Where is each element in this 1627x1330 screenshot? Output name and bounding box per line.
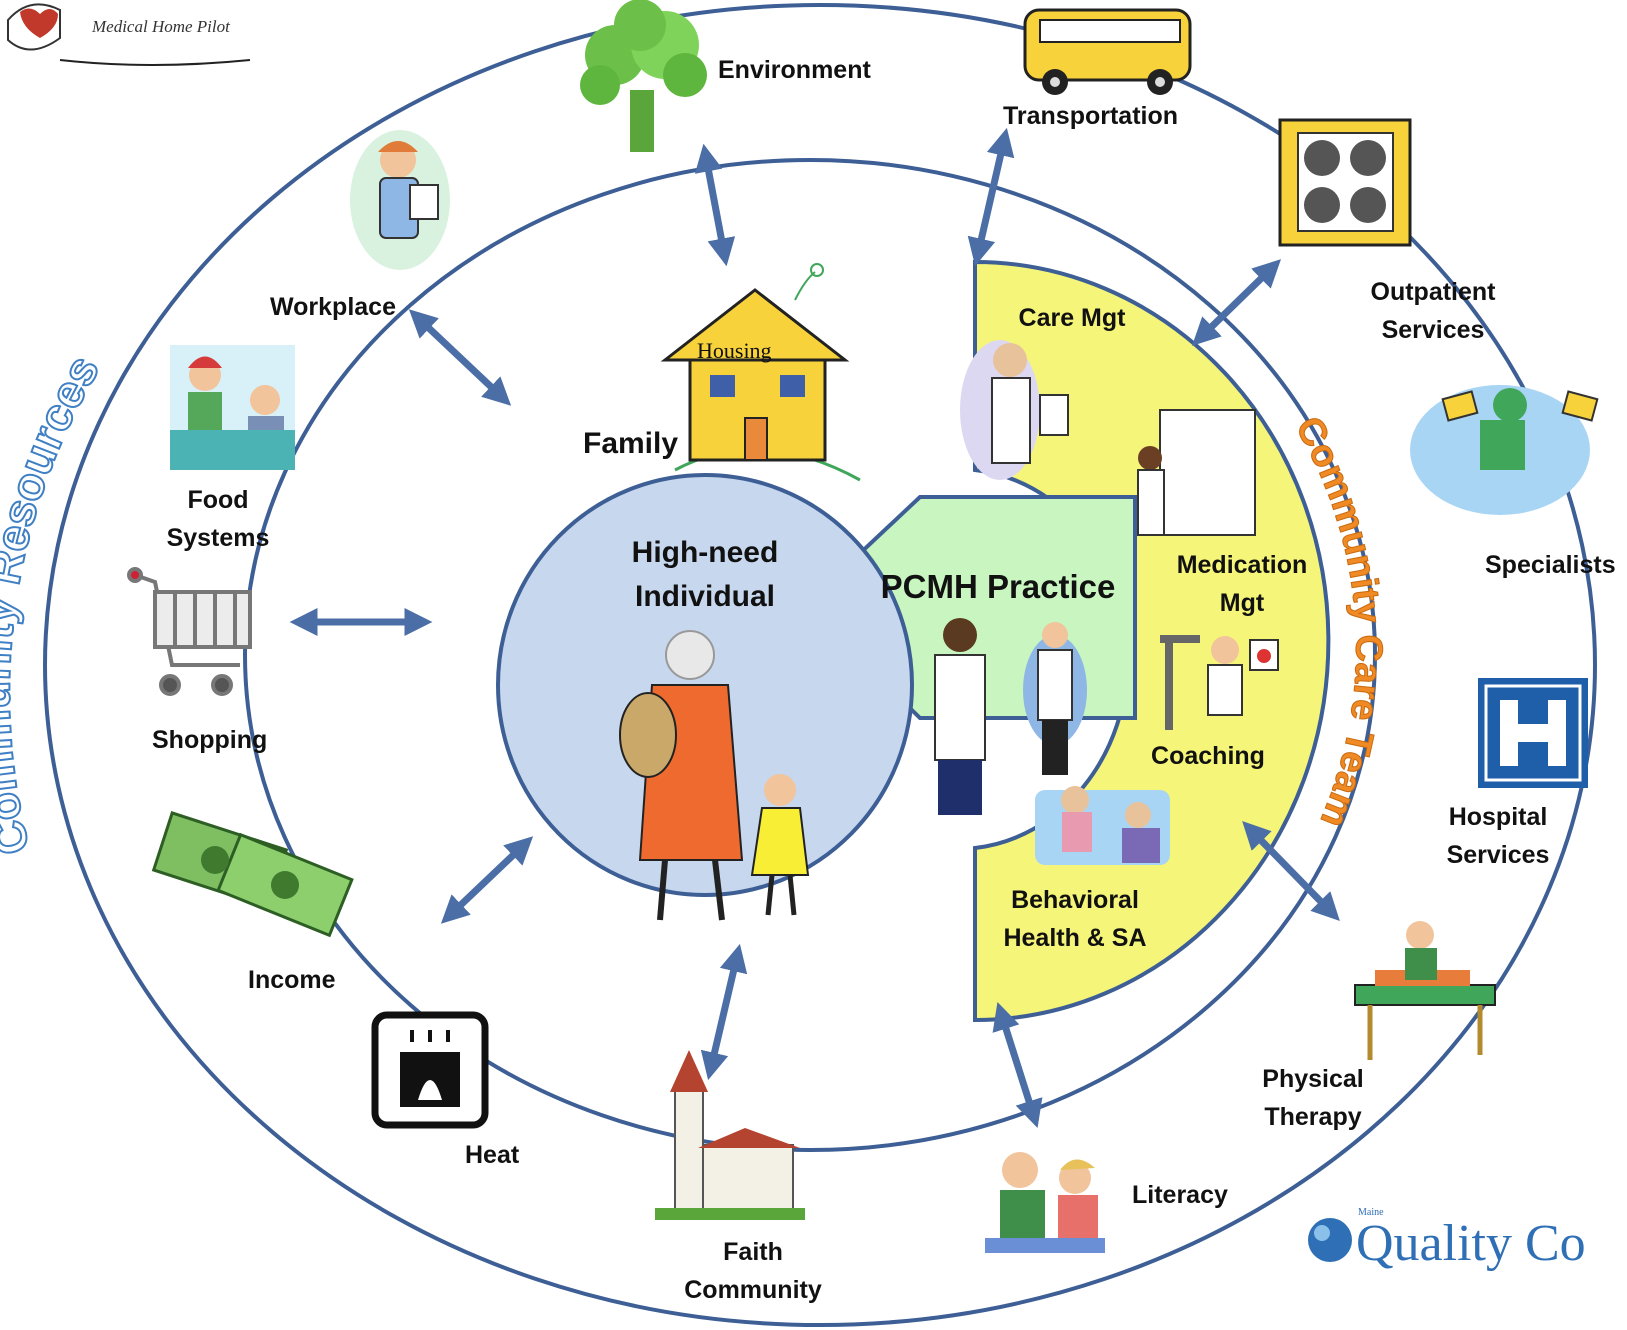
bus-icon bbox=[1023, 8, 1192, 95]
label-workplace: Workplace bbox=[270, 293, 396, 321]
label-outpatient-line1: Outpatient bbox=[1371, 278, 1497, 306]
doctors-icon bbox=[934, 618, 1087, 815]
label-physical-line1: Physical bbox=[1262, 1065, 1363, 1093]
arrow-income bbox=[440, 836, 534, 924]
church-icon bbox=[655, 1050, 805, 1220]
label-transportation: Transportation bbox=[1003, 102, 1178, 130]
prescription-pad-icon bbox=[1137, 409, 1256, 536]
label-hospital-line2: Services bbox=[1447, 841, 1550, 869]
grandmother-child-icon bbox=[619, 630, 810, 921]
hospital-sign-icon bbox=[1478, 678, 1588, 788]
food-service-icon bbox=[170, 345, 295, 470]
counseling-icon bbox=[1035, 786, 1170, 865]
label-food-line1: Food bbox=[187, 486, 248, 514]
medical-home-logo: Medical Home Pilot bbox=[7, 3, 251, 66]
label-pcmh-practice: PCMH Practice bbox=[881, 568, 1116, 605]
arrow-transportation bbox=[967, 127, 1015, 267]
arrow-environment bbox=[694, 143, 736, 267]
label-individual-line2: Individual bbox=[635, 580, 775, 613]
svg-text:Quality Co: Quality Co bbox=[1356, 1215, 1586, 1272]
coach-scale-icon bbox=[1160, 635, 1279, 730]
money-icon bbox=[151, 811, 354, 938]
nurse-icon bbox=[960, 340, 1069, 480]
label-behavioral-line1: Behavioral bbox=[1011, 886, 1139, 914]
label-food-line2: Systems bbox=[167, 524, 270, 552]
label-faith-line2: Community bbox=[684, 1276, 822, 1304]
label-physical-line2: Therapy bbox=[1264, 1103, 1361, 1131]
label-behavioral-line2: Health & SA bbox=[1003, 924, 1146, 952]
label-housing: Housing bbox=[697, 338, 772, 363]
arrow-literacy bbox=[992, 1001, 1043, 1129]
label-coaching: Coaching bbox=[1151, 742, 1265, 770]
label-family: Family bbox=[583, 427, 678, 460]
label-heat: Heat bbox=[465, 1141, 520, 1169]
inner-ring bbox=[243, 158, 1377, 1152]
label-care-mgt: Care Mgt bbox=[1019, 304, 1127, 332]
physical-therapy-icon bbox=[1354, 921, 1496, 1060]
label-hospital-line1: Hospital bbox=[1449, 803, 1548, 831]
community-resources-title: Community Resources bbox=[0, 346, 109, 860]
connector-arrows bbox=[289, 127, 1340, 1129]
arrow-hospital bbox=[1242, 820, 1340, 922]
label-medication-line1: Medication bbox=[1177, 551, 1308, 579]
arrow-faith bbox=[700, 943, 748, 1081]
label-faith-line1: Faith bbox=[723, 1238, 783, 1266]
svg-text:Maine: Maine bbox=[1358, 1207, 1384, 1218]
label-literacy: Literacy bbox=[1132, 1181, 1228, 1209]
label-outpatient-line2: Services bbox=[1382, 316, 1485, 344]
tree-icon bbox=[580, 0, 707, 152]
label-individual-line1: High-need bbox=[632, 536, 779, 569]
house-icon bbox=[660, 263, 861, 482]
label-shopping: Shopping bbox=[152, 726, 267, 754]
reading-people-icon bbox=[985, 1152, 1105, 1253]
label-environment: Environment bbox=[718, 56, 871, 84]
arrow-outpatient bbox=[1191, 259, 1282, 346]
shopping-cart-icon bbox=[127, 567, 252, 696]
xray-film-icon bbox=[1278, 118, 1412, 247]
quality-counts-logo: Maine Quality Co bbox=[1308, 1207, 1586, 1272]
label-income: Income bbox=[248, 966, 336, 994]
arrow-workplace bbox=[408, 309, 512, 406]
heat-stove-icon bbox=[371, 1011, 489, 1129]
svg-text:Medical Home Pilot: Medical Home Pilot bbox=[91, 17, 231, 36]
label-specialists: Specialists bbox=[1485, 551, 1616, 579]
outer-ring bbox=[43, 3, 1597, 1327]
worker-icon bbox=[350, 130, 450, 270]
label-medication-line2: Mgt bbox=[1220, 589, 1265, 617]
surgeons-icon bbox=[1410, 385, 1599, 515]
